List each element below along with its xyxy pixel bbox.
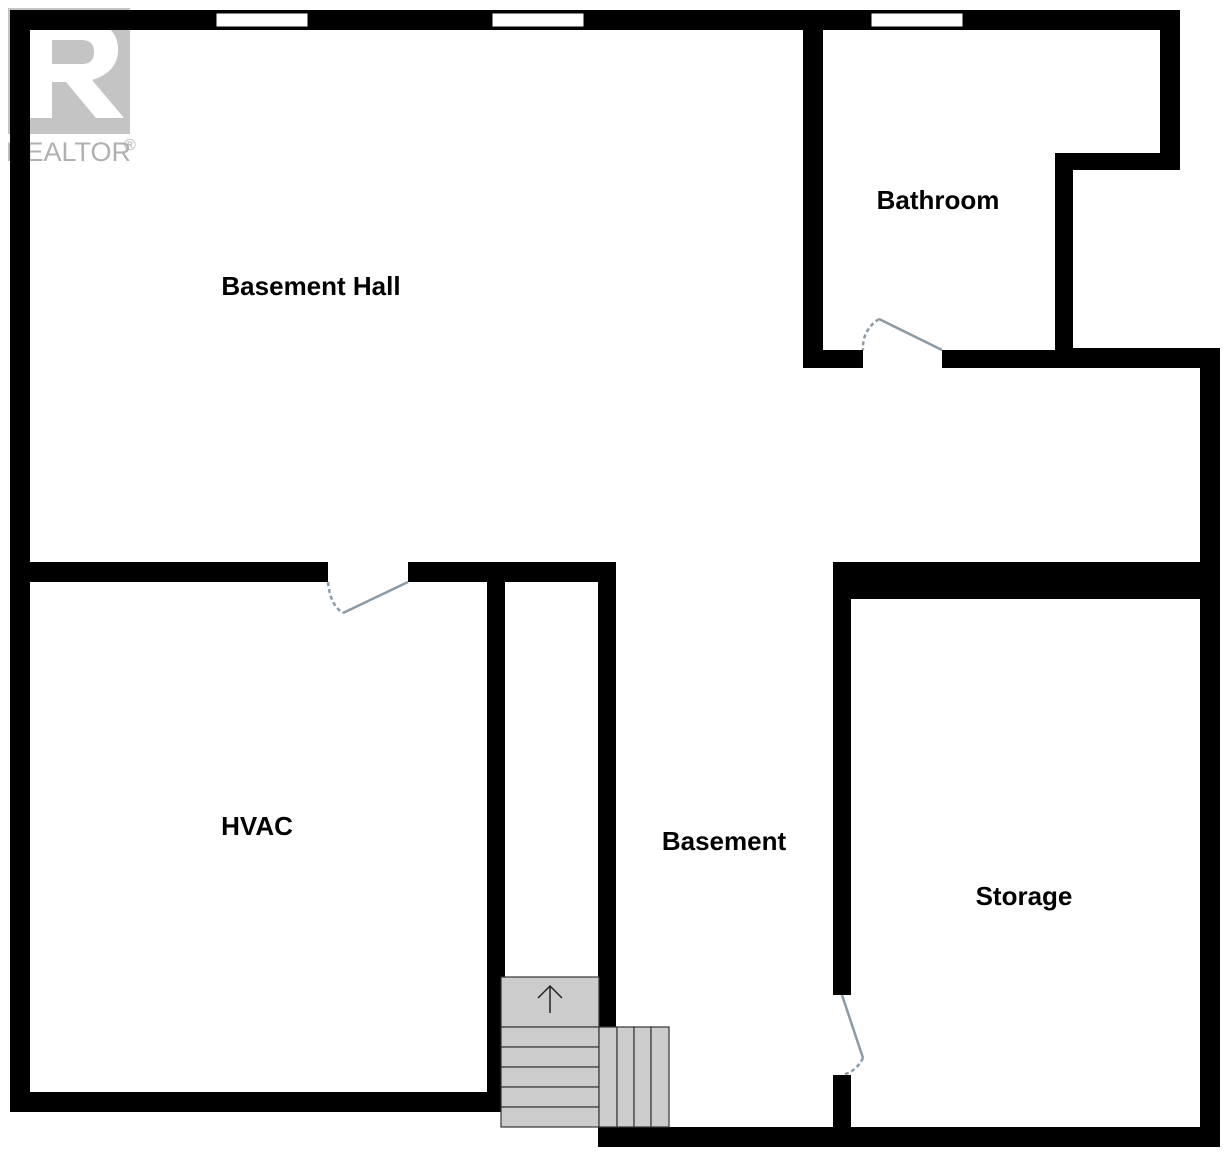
wall-storage-top xyxy=(833,562,1220,599)
wall-hvac-top-left xyxy=(10,562,328,582)
wall-top xyxy=(10,10,1180,30)
wall-notch-vertical xyxy=(1055,153,1073,368)
wall-stair-right xyxy=(598,562,616,1027)
room-label-basement: Basement xyxy=(662,826,787,856)
door-bathroom xyxy=(861,317,943,352)
stair-step xyxy=(500,1026,600,1048)
arrow-up-icon xyxy=(537,984,563,1013)
wall-bottom-left xyxy=(10,1092,500,1112)
stair-step xyxy=(650,1026,670,1128)
room-label-basement-hall: Basement Hall xyxy=(221,271,400,301)
stair-step xyxy=(616,1026,635,1128)
stairs xyxy=(500,976,670,1128)
wall-hvac-top-right xyxy=(408,562,616,582)
stair-step xyxy=(500,1106,600,1128)
room-label-storage: Storage xyxy=(976,881,1073,911)
wall-bathroom-bottom-right xyxy=(942,350,1072,368)
room-labels: Basement Hall Bathroom HVAC Basement Sto… xyxy=(221,185,1072,911)
stair-step xyxy=(633,1026,652,1128)
stair-step xyxy=(500,1046,600,1068)
wall-storage-left-upper xyxy=(833,562,851,995)
wall-bathroom-bottom-left xyxy=(803,350,863,368)
stair-step xyxy=(598,1026,618,1128)
wall-notch-horizontal xyxy=(1055,153,1180,170)
windows xyxy=(215,12,964,28)
walls xyxy=(10,10,1220,1147)
door-storage xyxy=(840,994,865,1077)
wall-bathroom-left xyxy=(803,10,823,368)
window-1 xyxy=(215,12,309,28)
window-3 xyxy=(870,12,964,28)
door-hvac xyxy=(326,580,409,615)
realtor-registered-mark: ® xyxy=(124,137,136,154)
wall-bottom-right xyxy=(598,1127,1220,1147)
wall-notch-right xyxy=(1055,348,1220,368)
wall-storage-left-lower xyxy=(833,1075,851,1147)
stair-step xyxy=(500,1086,600,1108)
room-label-hvac: HVAC xyxy=(221,811,293,841)
wall-hvac-right xyxy=(487,562,505,1112)
stair-step xyxy=(500,1066,600,1088)
wall-left xyxy=(10,10,30,1112)
wall-notch-top xyxy=(1160,10,1180,170)
doors xyxy=(326,317,943,1077)
window-2 xyxy=(491,12,585,28)
wall-right xyxy=(1200,348,1220,1147)
room-label-bathroom: Bathroom xyxy=(877,185,1000,215)
